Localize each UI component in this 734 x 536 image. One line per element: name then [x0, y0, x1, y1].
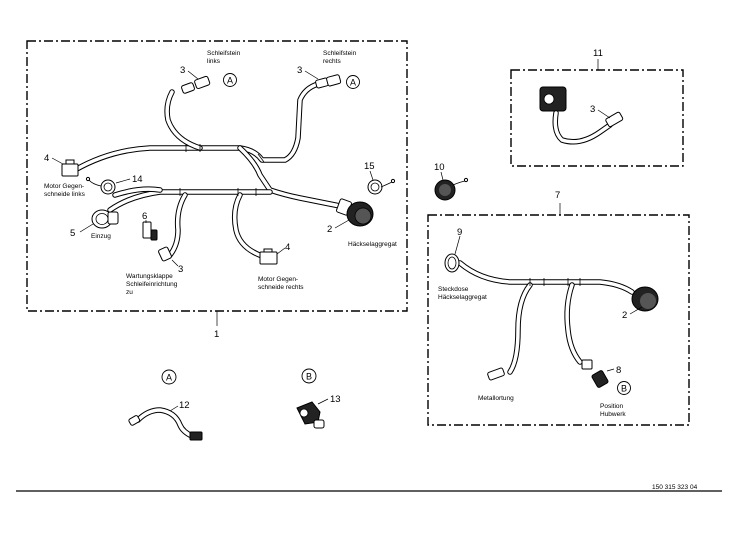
- label-schleifstein-rechts-1: Schleifstein: [323, 50, 357, 57]
- ref-circle-b: [617, 381, 631, 395]
- label-wartungsklappe-3: zu: [126, 289, 133, 296]
- label-schleifstein-links-1: Schleifstein: [207, 50, 241, 57]
- group-7-dashed-frame: [427, 214, 690, 426]
- connector-schleifstein-links: [181, 75, 211, 94]
- harness-1-wires: [72, 81, 343, 259]
- connector-motor-rechts: [259, 248, 278, 265]
- group-11-sensor: 11 3: [510, 48, 684, 167]
- callout-10: 10: [434, 162, 445, 173]
- label-einzug: Einzug: [91, 233, 111, 240]
- connector-15: [367, 178, 396, 195]
- callout-7-2: 2: [622, 310, 627, 321]
- ref-a-left: A: [227, 76, 233, 86]
- label-steckdose-1: Steckdose: [438, 286, 469, 293]
- group-11-dashed-frame: [510, 69, 684, 167]
- callout-4-left: 4: [44, 153, 49, 164]
- group-1-wiring-harness: 1: [26, 40, 408, 340]
- label-schleifstein-links-2: links: [207, 58, 221, 65]
- callout-6: 6: [142, 211, 147, 222]
- detail-a-cable-12: A 12: [128, 369, 203, 441]
- connector-14: [85, 176, 116, 195]
- group-7-harness: 7 9 Steckdose Häckselaggregat 2 Metallor…: [427, 190, 690, 426]
- callout-12: 12: [179, 400, 190, 411]
- callout-13: 13: [330, 394, 341, 405]
- label-motor-links-2: schneide links: [44, 191, 86, 198]
- ref-a-right: A: [350, 78, 356, 88]
- label-wartungsklappe-1: Wartungsklappe: [126, 273, 173, 280]
- callout-9: 9: [457, 227, 462, 238]
- detail-b-circle: B: [306, 372, 312, 382]
- callout-11-3: 3: [590, 104, 595, 115]
- connector-motor-links: [61, 159, 79, 177]
- label-wartungsklappe-2: Schleifeinrichtung: [126, 281, 178, 288]
- callout-15: 15: [364, 161, 375, 172]
- connector-einzug: [91, 209, 119, 229]
- connector-haeckselaggregat: [336, 198, 374, 227]
- group-7-number: 7: [555, 190, 560, 201]
- callout-3-left: 3: [180, 65, 185, 76]
- label-steckdose-2: Häckselaggregat: [438, 294, 487, 301]
- callout-8: 8: [616, 365, 621, 376]
- callout-3-right: 3: [297, 65, 302, 76]
- label-motor-rechts-2: schneide rechts: [258, 284, 304, 291]
- connector-schleifstein-rechts: [315, 74, 342, 89]
- label-motor-rechts-1: Motor Gegen-: [258, 276, 298, 283]
- part-10-connector: 10: [434, 162, 469, 201]
- group-11-number: 11: [593, 48, 603, 59]
- ref-b: B: [621, 384, 627, 394]
- label-metallortung: Metallortung: [478, 395, 514, 402]
- ref-circle-a-left: [223, 73, 237, 87]
- label-position-hubwerk-2: Hubwerk: [600, 411, 626, 418]
- callout-5: 5: [70, 228, 75, 239]
- label-position-hubwerk-1: Position: [600, 403, 624, 410]
- label-haeckselaggregat: Häckselaggregat: [348, 241, 397, 248]
- ref-circle-a-right: [346, 75, 360, 89]
- detail-b-sensor-13: B 13: [296, 368, 341, 429]
- doc-number: 150 315 323 04: [652, 484, 698, 491]
- callout-3-lower: 3: [178, 264, 183, 275]
- label-motor-links-1: Motor Gegen-: [44, 183, 84, 190]
- group-1-number: 1: [214, 329, 219, 340]
- callout-14: 14: [132, 174, 143, 185]
- connector-wartungsklappe: [142, 221, 172, 262]
- detail-a-circle: A: [166, 373, 172, 383]
- callout-4-lower: 4: [285, 242, 290, 253]
- callout-2: 2: [327, 224, 332, 235]
- label-schleifstein-rechts-2: rechts: [323, 58, 341, 65]
